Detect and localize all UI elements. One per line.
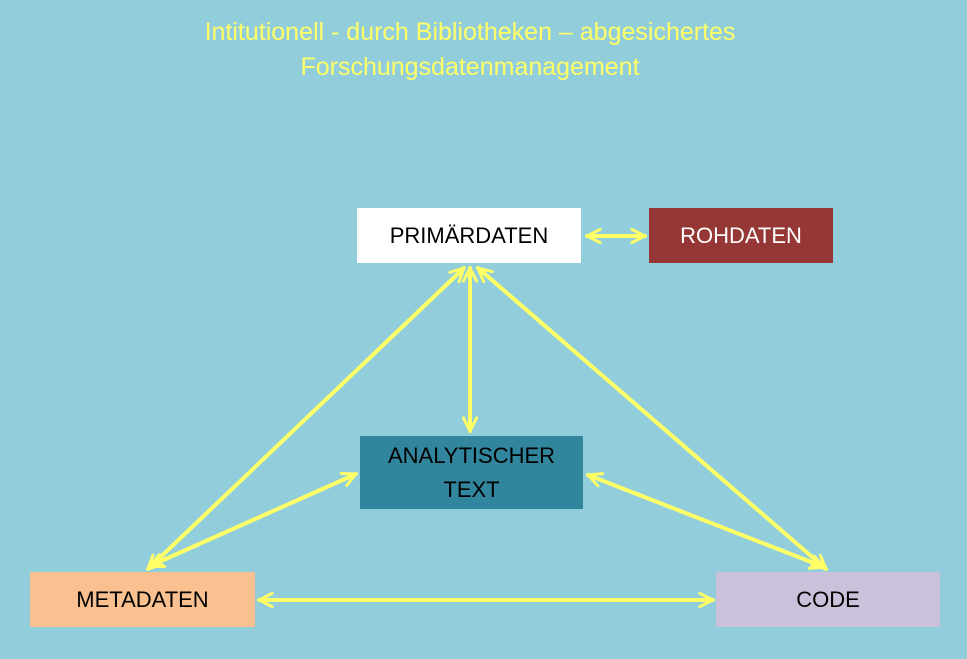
node-code-label: CODE xyxy=(796,586,860,612)
title-line-2: Forschungsdatenmanagement xyxy=(300,53,640,81)
node-rohdaten: ROHDATEN xyxy=(649,208,833,263)
node-rohdaten-label: ROHDATEN xyxy=(680,222,802,248)
diagram-title: Intitutionell - durch Bibliotheken – abg… xyxy=(0,15,940,85)
arrow-primaer-code xyxy=(476,266,828,571)
node-primaerdaten-label: PRIMÄRDATEN xyxy=(389,222,549,248)
node-analytischer-text: ANALYTISCHER TEXT xyxy=(360,436,583,509)
node-analytischer-text-line2: TEXT xyxy=(443,476,500,502)
node-code: CODE xyxy=(716,572,940,627)
node-metadaten: METADATEN xyxy=(30,572,255,627)
node-analytischer-text-line1: ANALYTISCHER xyxy=(387,442,556,468)
arrow-analytisch-code xyxy=(586,475,826,567)
node-metadaten-label: METADATEN xyxy=(76,586,209,612)
node-primaerdaten: PRIMÄRDATEN xyxy=(357,208,581,263)
arrow-analytisch-metadaten xyxy=(148,474,358,566)
arrow-primaer-metadaten xyxy=(146,266,466,571)
title-line-1: Intitutionell - durch Bibliotheken – abg… xyxy=(204,18,736,46)
